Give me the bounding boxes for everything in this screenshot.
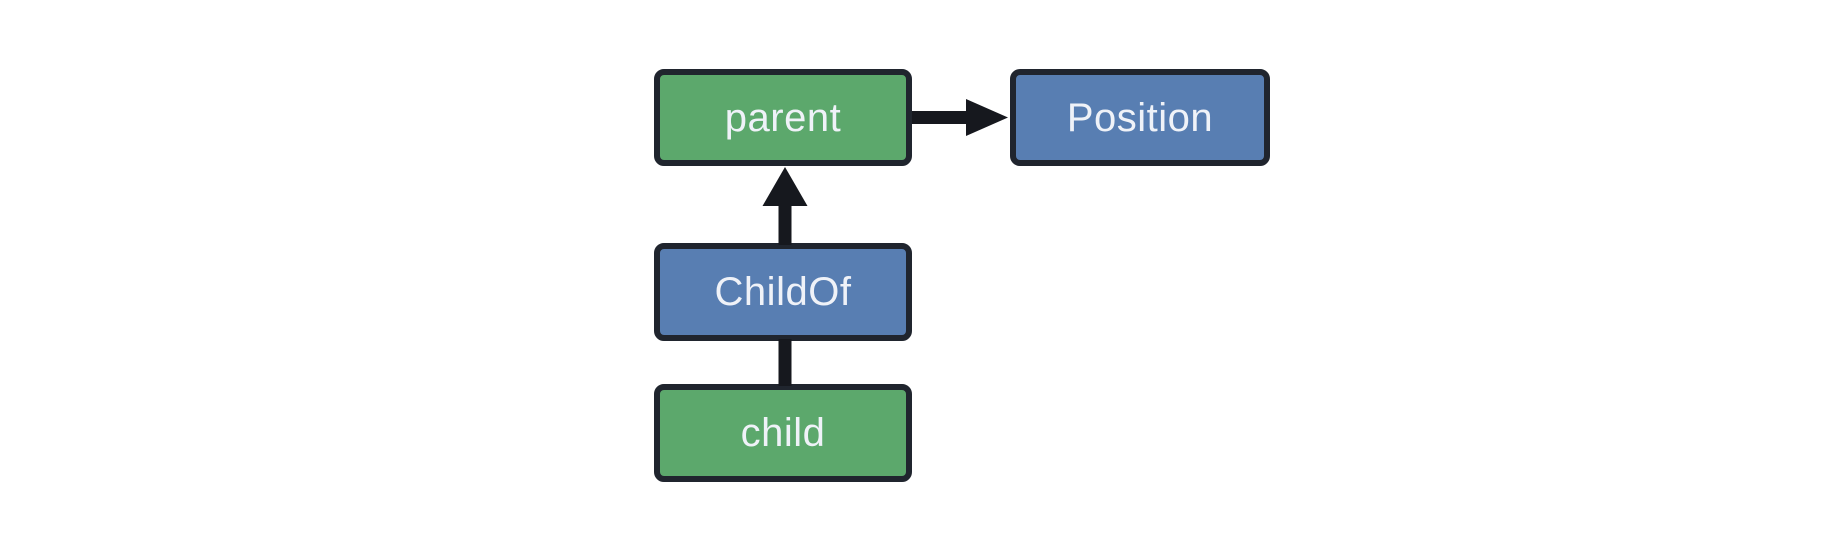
node-childof-label: ChildOf: [714, 270, 852, 314]
node-parent-label: parent: [724, 95, 842, 140]
arrow-up-head-icon: [762, 167, 808, 206]
arrow-right-shaft: [912, 111, 970, 124]
node-child: child: [654, 384, 912, 482]
edge-child-to-childof: [778, 339, 792, 386]
node-parent: parent: [654, 69, 912, 166]
arrow-up-shaft: [778, 204, 792, 245]
edge-parent-to-position: [912, 99, 1008, 136]
connector-line: [778, 339, 792, 386]
node-position: Position: [1010, 69, 1270, 166]
arrow-right-head-icon: [966, 99, 1008, 136]
node-position-label: Position: [1066, 95, 1214, 140]
edge-childof-to-parent: [762, 167, 808, 245]
node-childof: ChildOf: [654, 243, 912, 341]
node-child-label: child: [740, 411, 826, 455]
